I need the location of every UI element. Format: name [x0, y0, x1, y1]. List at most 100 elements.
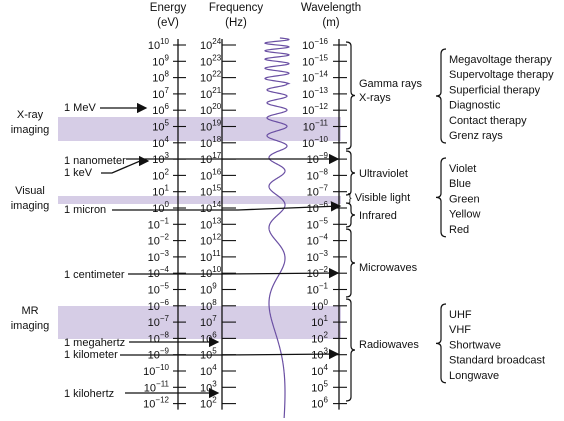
visual-imaging-label: Visual [15, 185, 45, 197]
x-ray-imaging-label: imaging [11, 124, 50, 136]
x-ray-therapy-list-item: Contact therapy [449, 115, 527, 127]
infrared-region-label: Infrared [359, 210, 397, 222]
wavelength-tick-label: 10−4 [307, 233, 329, 248]
wavelength-tick-label: 104 [311, 363, 328, 378]
wavelength-tick-label: 106 [311, 396, 328, 411]
x-ray-therapy-list-item: Superficial therapy [449, 84, 541, 96]
visible-colors-list-item: Blue [449, 178, 471, 190]
frequency-tick-label: 1014 [200, 200, 222, 215]
wavelength-tick-label: 10−2 [307, 265, 329, 280]
energy-tick-label: 105 [152, 119, 169, 134]
wavelength-tick-label: 10−10 [302, 135, 328, 150]
1-nanometer-marker-label: 1 nanometer [64, 155, 126, 167]
mr-imaging-label: imaging [11, 320, 50, 332]
frequency-tick-label: 1019 [200, 119, 222, 134]
1-kilohertz-marker-label: 1 kilohertz [64, 388, 114, 400]
energy-tick-label: 10−3 [148, 249, 170, 264]
wavelength-tick-label: 10−7 [307, 184, 329, 199]
frequency-tick-label: 1023 [200, 53, 222, 68]
imaging-band [58, 196, 341, 204]
frequency-tick-label: 1024 [200, 37, 222, 52]
wavelength-tick-label: 10−1 [307, 282, 329, 297]
radio-bands-list-item: UHF [449, 309, 472, 321]
energy-tick-label: 108 [152, 70, 169, 85]
wavelength-tick-label: 10−13 [302, 86, 328, 101]
wavelength-tick-label: 10−15 [302, 53, 328, 68]
radio-bands-list-item: Shortwave [449, 339, 501, 351]
frequency-tick-label: 1020 [200, 102, 222, 117]
radio-bands-list-item: Standard broadcast [449, 355, 545, 367]
gamma-xray-region-bracket [345, 41, 356, 150]
frequency-header: Frequency [209, 2, 264, 14]
energy-tick-label: 1010 [148, 37, 170, 52]
frequency-tick-label: 102 [200, 396, 217, 411]
ultraviolet-region-bracket [345, 150, 356, 196]
microwaves-region-label: Microwaves [359, 262, 418, 274]
frequency-tick-label: 1015 [200, 184, 222, 199]
wavelength-header: Wavelength [301, 2, 361, 14]
energy-tick-label: 103 [152, 151, 169, 166]
frequency-tick-label: 104 [200, 363, 217, 378]
visible-colors-list-item: Green [449, 193, 480, 205]
frequency-tick-label: 1021 [200, 86, 222, 101]
x-ray-therapy-list-item: Megavoltage therapy [449, 54, 552, 66]
wavelength-tick-label: 105 [311, 379, 328, 394]
wavelength-tick-label: 10−11 [303, 119, 329, 134]
1-centimeter-marker-label: 1 centimeter [64, 269, 125, 281]
energy-tick-label: 104 [152, 135, 169, 150]
frequency-tick-label: 106 [200, 330, 217, 345]
ultraviolet-region-label: Ultraviolet [359, 168, 408, 180]
frequency-tick-label: 1011 [200, 249, 221, 264]
wavelength-tick-label: 10−14 [302, 70, 328, 85]
frequency-tick-label: 1013 [200, 216, 222, 231]
energy-tick-label: 10−11 [144, 379, 170, 394]
frequency-tick-label: 103 [200, 379, 217, 394]
wavelength-tick-label: 10−6 [307, 200, 329, 215]
wavelength-tick-label: 10−9 [307, 151, 329, 166]
wavelength-tick-label: 102 [311, 330, 328, 345]
frequency-tick-label: 109 [200, 282, 217, 297]
energy-tick-label: 107 [152, 86, 169, 101]
imaging-band [58, 117, 341, 141]
energy-tick-label: 100 [152, 200, 169, 215]
x-ray-therapy-list-item: Supervoltage therapy [449, 69, 554, 81]
radiowaves-region-bracket [345, 298, 356, 402]
frequency-tick-label: 1010 [200, 265, 222, 280]
energy-tick-label: 10−6 [148, 298, 170, 313]
gamma-xray-region-label: X-rays [359, 92, 391, 104]
x-ray-therapy-list-item: Diagnostic [449, 100, 501, 112]
x-ray-therapy-list-item: Grenz rays [449, 130, 503, 142]
1-megahertz-marker-label: 1 megahertz [64, 337, 125, 349]
energy-tick-label: 10−9 [148, 347, 170, 362]
radio-bands-list-item: VHF [449, 324, 471, 336]
wavelength-tick-label: 10−3 [307, 249, 329, 264]
energy-tick-label: 102 [152, 167, 169, 182]
1-kev-marker-label: 1 keV [64, 167, 93, 179]
wavelength-tick-label: 101 [311, 314, 328, 329]
wavelength-tick-label: 10−16 [302, 37, 328, 52]
visible-colors-list-brace [435, 157, 447, 238]
microwaves-region-bracket [345, 228, 356, 298]
column-headers: Energy (eV) Frequency (Hz) Wavelength (m… [150, 2, 361, 29]
1-kilometer-marker-label: 1 kilometer [64, 349, 118, 361]
energy-tick-label: 10−10 [143, 363, 169, 378]
frequency-tick-label: 1018 [200, 135, 222, 150]
wavelength-tick-label: 103 [311, 347, 328, 362]
energy-tick-label: 10−2 [148, 233, 170, 248]
visual-imaging-label: imaging [11, 200, 50, 212]
energy-tick-label: 10−4 [148, 265, 170, 280]
frequency-tick-label: 105 [200, 347, 217, 362]
energy-tick-label: 10−5 [148, 282, 170, 297]
wave-illustration [264, 37, 291, 419]
frequency-tick-label: 1012 [200, 233, 222, 248]
1-mev-marker-label: 1 MeV [64, 102, 96, 114]
x-ray-imaging-label: X-ray [17, 109, 44, 121]
frequency-tick-label: 107 [200, 314, 217, 329]
mr-imaging-label: MR [21, 305, 38, 317]
energy-tick-label: 101 [152, 184, 169, 199]
